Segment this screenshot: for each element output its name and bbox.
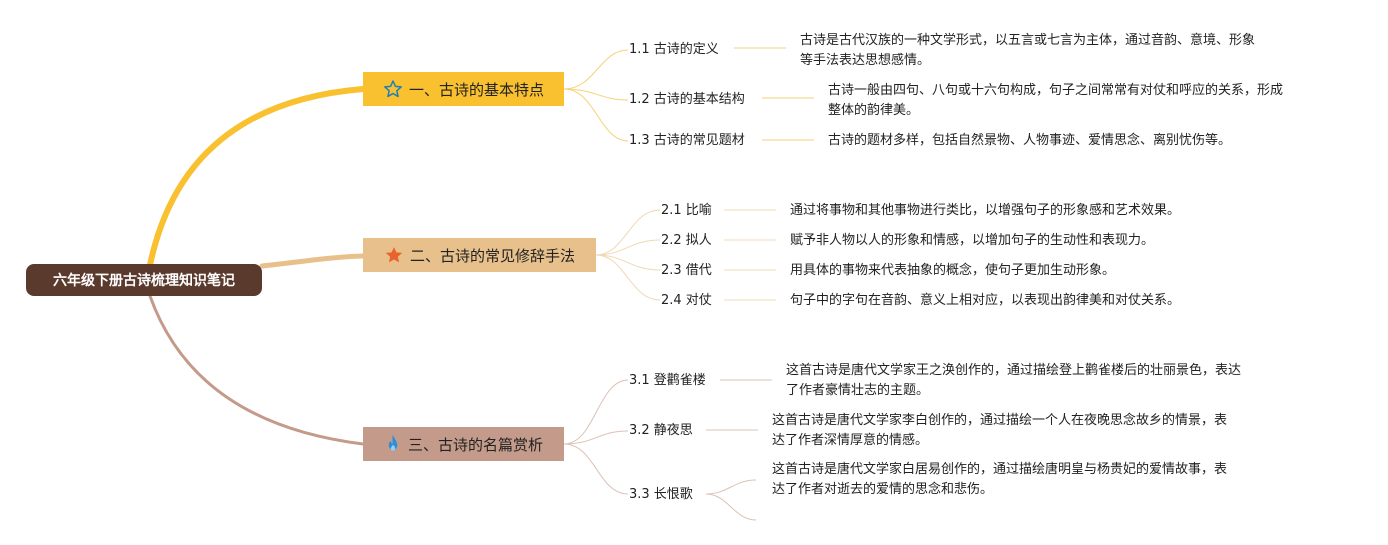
description-2-2: 赋予非人物以人的形象和情感，以增加句子的生动性和表现力。 [790,231,1154,251]
branch-label-3: 三、古诗的名篇赏析 [407,435,543,454]
description-line: 整体的韵律美。 [828,103,920,118]
description-3-3: 这首古诗是唐代文学家白居易创作的，通过描绘唐明皇与杨贵妃的爱情故事，表 达了作者… [772,460,1227,500]
description-line: 达了作者对逝去的爱情的思念和悲伤。 [772,482,994,497]
branch-node-3[interactable]: 三、古诗的名篇赏析 [363,427,564,461]
description-1-2: 古诗一般由四句、八句或十六句构成，句子之间常常有对仗和呼应的关系，形成 整体的韵… [828,81,1283,121]
description-line: 这首古诗是唐代文学家白居易创作的，通过描绘唐明皇与杨贵妃的爱情故事，表 [772,462,1228,477]
description-3-1: 这首古诗是唐代文学家王之涣创作的，通过描绘登上鹳雀楼后的壮丽景色，表达 了作者豪… [786,361,1241,401]
description-1-3: 古诗的题材多样，包括自然景物、人物事迹、爱情思念、离别忧伤等。 [828,131,1231,151]
star-filled-icon [384,245,404,265]
description-line: 用具体的事物来代表抽象的概念，使句子更加生动形象。 [790,263,1116,278]
subtopic-3-3[interactable]: 3.3 长恨歌 [629,487,693,502]
description-2-1: 通过将事物和其他事物进行类比，以增强句子的形象感和艺术效果。 [790,201,1180,221]
description-line: 古诗是古代汉族的一种文学形式，以五言或七言为主体，通过音韵、意境、形象 [800,33,1256,48]
branch-label-2: 二、古诗的常见修辞手法 [409,246,575,265]
root-node[interactable]: 六年级下册古诗梳理知识笔记 [26,264,262,296]
description-line: 句子中的字句在音韵、意义上相对应，以表现出韵律美和对仗关系。 [790,293,1181,308]
subtopic-1-1[interactable]: 1.1 古诗的定义 [629,42,719,57]
root-label: 六年级下册古诗梳理知识笔记 [53,273,235,289]
subtopic-1-2[interactable]: 1.2 古诗的基本结构 [629,92,745,107]
description-1-1: 古诗是古代汉族的一种文学形式，以五言或七言为主体，通过音韵、意境、形象 等手法表… [800,31,1255,71]
subtopic-3-1[interactable]: 3.1 登鹳雀楼 [629,373,706,388]
description-line: 等手法表达思想感情。 [800,53,931,68]
description-2-3: 用具体的事物来代表抽象的概念，使句子更加生动形象。 [790,261,1115,281]
subtopic-2-2[interactable]: 2.2 拟人 [661,233,712,248]
subtopic-2-1[interactable]: 2.1 比喻 [661,203,712,218]
branch-node-1[interactable]: 一、古诗的基本特点 [363,72,564,106]
subtopic-2-4[interactable]: 2.4 对仗 [661,293,712,308]
description-line: 达了作者深情厚意的情感。 [772,433,929,448]
star-outline-icon [383,79,403,99]
description-line: 赋予非人物以人的形象和情感，以增加句子的生动性和表现力。 [790,233,1155,248]
branch-label-1: 一、古诗的基本特点 [408,80,544,99]
subtopic-2-3[interactable]: 2.3 借代 [661,263,712,278]
subtopic-1-3[interactable]: 1.3 古诗的常见题材 [629,133,745,148]
description-line: 这首古诗是唐代文学家王之涣创作的，通过描绘登上鹳雀楼后的壮丽景色，表达 [786,363,1242,378]
description-3-2: 这首古诗是唐代文学家李白创作的，通过描绘一个人在夜晚思念故乡的情景，表 达了作者… [772,411,1227,451]
description-2-4: 句子中的字句在音韵、意义上相对应，以表现出韵律美和对仗关系。 [790,291,1180,311]
description-line: 了作者豪情壮志的主题。 [786,383,930,398]
branch-node-2[interactable]: 二、古诗的常见修辞手法 [363,238,596,272]
subtopic-3-2[interactable]: 3.2 静夜思 [629,423,693,438]
description-line: 古诗一般由四句、八句或十六句构成，句子之间常常有对仗和呼应的关系，形成 [828,83,1284,98]
flame-icon [384,434,402,454]
description-line: 古诗的题材多样，包括自然景物、人物事迹、爱情思念、离别忧伤等。 [828,133,1232,148]
description-line: 通过将事物和其他事物进行类比，以增强句子的形象感和艺术效果。 [790,203,1181,218]
description-line: 这首古诗是唐代文学家李白创作的，通过描绘一个人在夜晚思念故乡的情景，表 [772,413,1228,428]
